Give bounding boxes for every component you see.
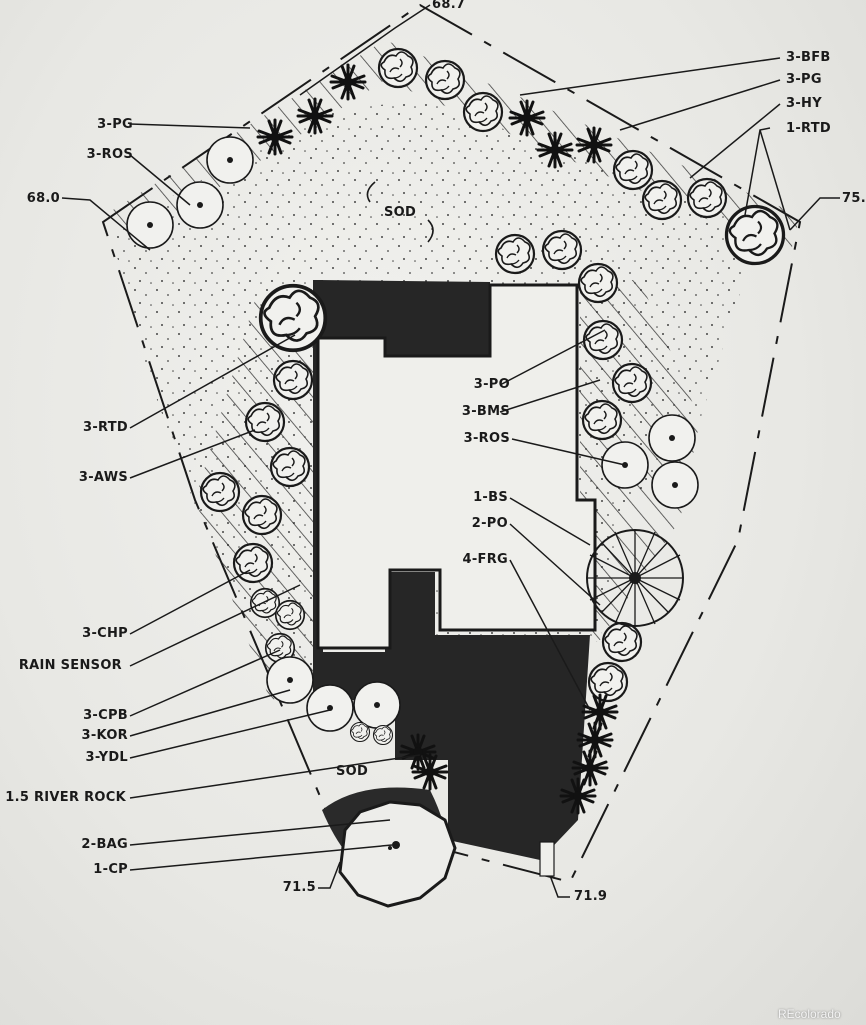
elevation-left-label: 68.0 — [26, 191, 60, 206]
evergreen-tree-symbol — [586, 529, 684, 627]
label-pg-right: 3-PG — [786, 72, 822, 87]
label-bag: 2-BAG — [81, 837, 128, 852]
label-aws: 3-AWS — [78, 470, 128, 485]
label-ros-left: 3-ROS — [86, 147, 133, 162]
label-bfb: 3-BFB — [786, 50, 831, 65]
sod-label-top: SOD — [384, 205, 417, 220]
label-ros-right: 3-ROS — [463, 431, 510, 446]
label-cp: 1-CP — [93, 862, 128, 877]
elevation-top-label: 68.7 — [432, 0, 466, 12]
label-bms: 3-BMS — [461, 404, 510, 419]
label-rain-sensor: RAIN SENSOR — [18, 658, 122, 673]
label-kor: 3-KOR — [81, 728, 128, 743]
elevation-bottom-left-label: 71.5 — [282, 880, 316, 895]
label-pg-left: 3-PG — [97, 117, 133, 132]
watermark: REcolorado — [778, 1007, 841, 1021]
label-rtd-top: 1-RTD — [786, 121, 832, 136]
label-river-rock: 1.5 RIVER ROCK — [5, 790, 126, 805]
label-ydl: 3-YDL — [85, 750, 128, 765]
label-bs: 1-BS — [473, 490, 508, 505]
elevation-bottom-right-label: 71.9 — [574, 889, 608, 904]
label-chp: 3-CHP — [82, 626, 128, 641]
label-rtd-left: 3-RTD — [82, 420, 128, 435]
label-cpb: 3-CPB — [83, 708, 128, 723]
label-po2: 2-PO — [471, 516, 508, 531]
elevation-right-label: 75. — [842, 191, 866, 206]
sod-label-bottom: SOD — [336, 764, 369, 779]
label-frg: 4-FRG — [462, 552, 508, 567]
label-hy: 3-HY — [786, 96, 822, 111]
label-po: 3-PO — [473, 377, 510, 392]
